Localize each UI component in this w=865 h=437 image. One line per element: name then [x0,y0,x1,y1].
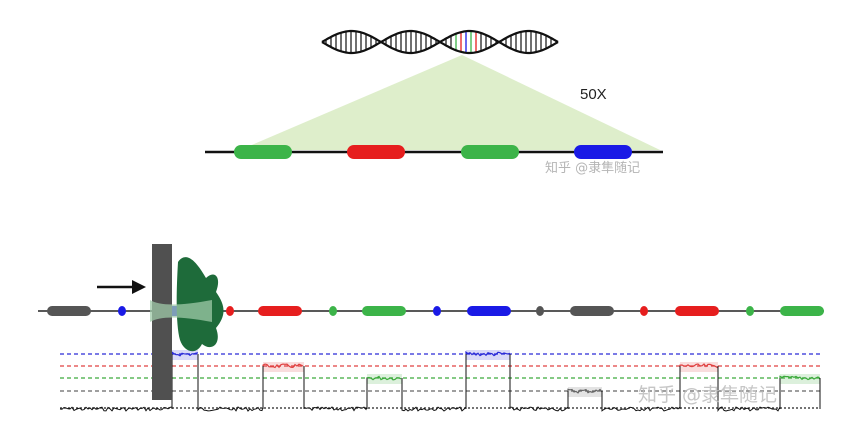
strand-segment [258,306,302,316]
strand-segment [640,306,648,316]
watermark-top: 知乎 @隶隼随记 [545,160,640,176]
dna-helix-icon [321,29,559,55]
zoom-projection [240,55,660,150]
strand-segment [329,306,337,316]
pore-channel [150,300,212,322]
strand-segment [433,306,441,316]
signal-event [465,350,511,357]
strand-segment [362,306,406,316]
strand-segment [118,306,126,316]
strand-segment [467,306,511,316]
signal-event [262,363,304,369]
strand-segment [570,306,614,316]
nanopore-membrane [152,244,172,400]
signal-event [171,351,199,357]
strand-segment [226,306,234,316]
zoomed-segments [234,145,632,159]
signal-event [679,363,719,369]
zoom-segment [461,145,519,159]
strand-segment [780,306,824,316]
zoom-segment [234,145,292,159]
signal-event [567,388,603,394]
strand-segment [47,306,91,316]
signal-event [366,375,402,381]
coverage-label: 50X [580,86,607,103]
strand-segment [746,306,754,316]
strand-segment [675,306,719,316]
signal-event [779,375,821,381]
strand-segment [536,306,544,316]
current-trace [59,350,821,413]
zoom-segment [347,145,405,159]
zoom-segment [574,145,632,159]
direction-arrow-icon [97,280,146,294]
watermark-bottom: 知乎 @隶隼随记 [638,384,777,406]
